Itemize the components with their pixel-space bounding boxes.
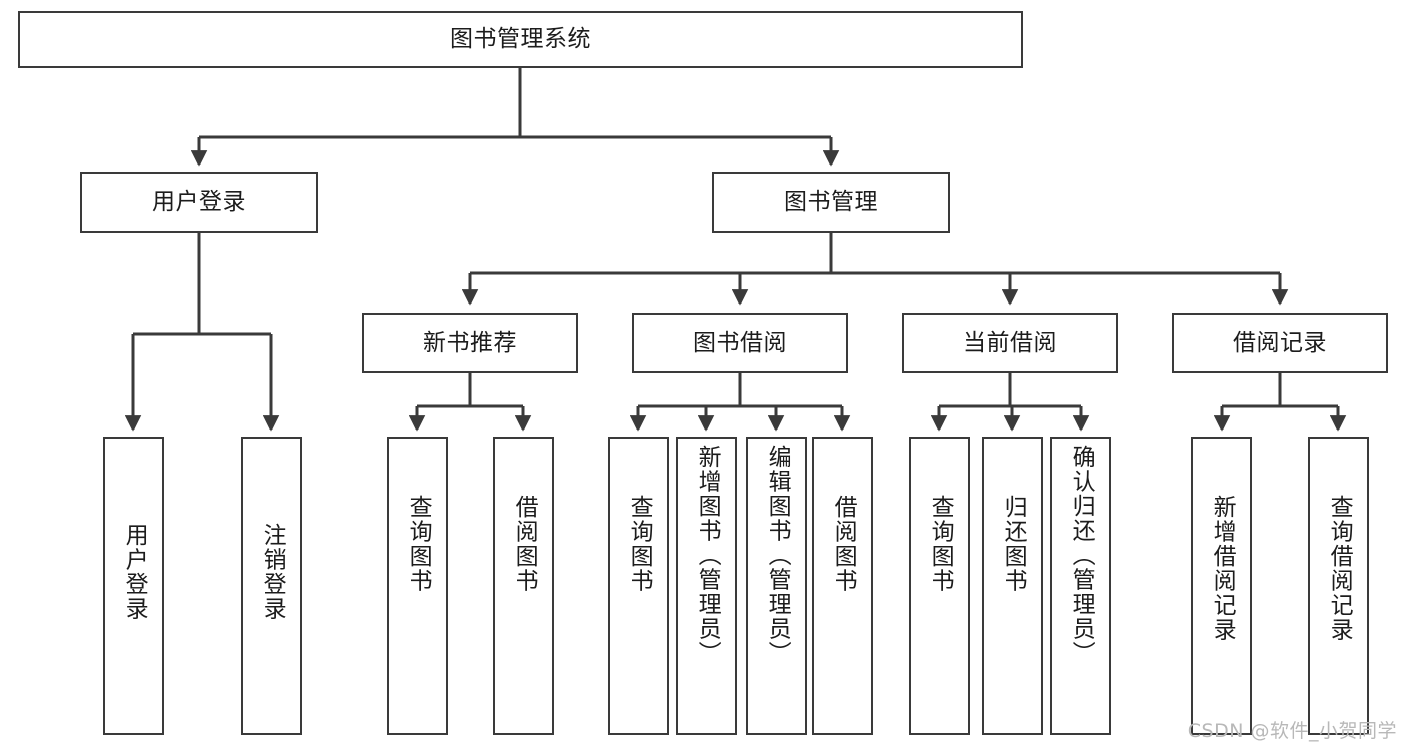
leaf-borrow-query-book[interactable]: 查询图书 bbox=[608, 437, 669, 735]
node-label: 图书管理系统 bbox=[450, 26, 591, 52]
node-label: 归还图书 bbox=[1000, 495, 1027, 593]
node-new-book-recommend[interactable]: 新书推荐 bbox=[362, 313, 578, 373]
node-label: 图书借阅 bbox=[693, 329, 787, 356]
leaf-borrow-add-book-admin[interactable]: 新增图书（管理员） bbox=[676, 437, 737, 735]
node-label: 查询图书 bbox=[927, 495, 954, 593]
leaf-current-query-book[interactable]: 查询图书 bbox=[909, 437, 970, 735]
node-label: 新书推荐 bbox=[423, 329, 517, 356]
node-label: 借阅图书 bbox=[511, 495, 538, 593]
node-label: 图书管理 bbox=[784, 189, 878, 215]
node-label: 用户登录 bbox=[152, 189, 246, 215]
leaf-borrow-edit-book-admin[interactable]: 编辑图书（管理员） bbox=[746, 437, 807, 735]
node-label: 当前借阅 bbox=[963, 329, 1057, 356]
node-label: 编辑图书（管理员） bbox=[764, 445, 791, 666]
leaf-record-add-record[interactable]: 新增借阅记录 bbox=[1191, 437, 1252, 735]
node-label: 新增图书（管理员） bbox=[694, 445, 721, 666]
leaf-borrow-borrow-book[interactable]: 借阅图书 bbox=[812, 437, 873, 735]
leaf-user-login[interactable]: 用户登录 bbox=[103, 437, 164, 735]
leaf-current-confirm-return-admin[interactable]: 确认归还（管理员） bbox=[1050, 437, 1111, 735]
leaf-user-logout[interactable]: 注销登录 bbox=[241, 437, 302, 735]
leaf-record-query-record[interactable]: 查询借阅记录 bbox=[1308, 437, 1369, 735]
csdn-watermark: CSDN @软件_小贺同学 bbox=[1187, 720, 1397, 742]
node-label: 查询借阅记录 bbox=[1326, 495, 1353, 642]
node-user-login[interactable]: 用户登录 bbox=[80, 172, 318, 233]
node-book-management[interactable]: 图书管理 bbox=[712, 172, 950, 233]
node-label: 借阅记录 bbox=[1233, 329, 1327, 356]
leaf-recommend-query-book[interactable]: 查询图书 bbox=[387, 437, 448, 735]
node-borrow-record[interactable]: 借阅记录 bbox=[1172, 313, 1388, 373]
node-current-borrow[interactable]: 当前借阅 bbox=[902, 313, 1118, 373]
node-label: 确认归还（管理员） bbox=[1068, 445, 1095, 666]
leaf-current-return-book[interactable]: 归还图书 bbox=[982, 437, 1043, 735]
node-book-borrow[interactable]: 图书借阅 bbox=[632, 313, 848, 373]
leaf-recommend-borrow-book[interactable]: 借阅图书 bbox=[493, 437, 554, 735]
node-root-system[interactable]: 图书管理系统 bbox=[18, 11, 1023, 68]
node-label: 新增借阅记录 bbox=[1209, 495, 1236, 642]
node-label: 用户登录 bbox=[121, 523, 148, 621]
node-label: 查询图书 bbox=[626, 495, 653, 593]
node-label: 注销登录 bbox=[259, 523, 286, 621]
node-label: 查询图书 bbox=[405, 495, 432, 593]
node-label: 借阅图书 bbox=[830, 495, 857, 593]
